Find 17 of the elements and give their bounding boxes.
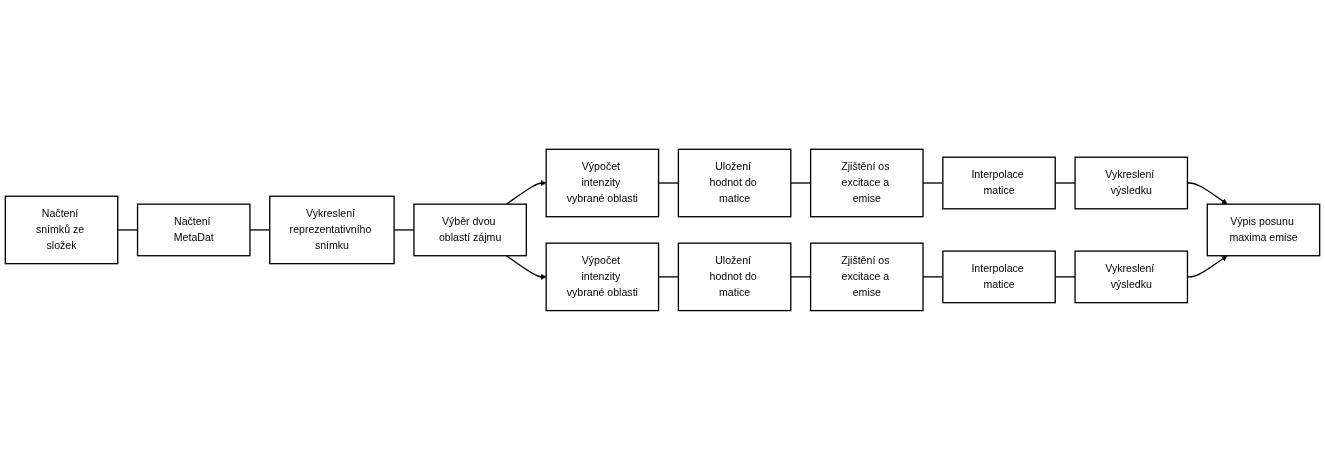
node-box: Vykreslení výsledku — [1074, 250, 1189, 303]
node-box: Vykreslení výsledku — [1074, 156, 1189, 209]
node-box: Výpočet intenzity vybrané oblasti — [545, 242, 660, 311]
node-box: Načtení snímků ze složek — [4, 195, 119, 264]
node-box: Interpolace matice — [942, 156, 1056, 209]
node-box: Vykreslení reprezentativního snímku — [269, 195, 395, 264]
arrow — [505, 254, 547, 280]
node-box: Uložení hodnot do matice — [677, 148, 792, 217]
node-box: Zjištění os excitace a emise — [809, 148, 924, 217]
node-box: Výběr dvou oblastí zájmu — [413, 203, 527, 256]
node-box: Uložení hodnot do matice — [677, 242, 792, 311]
node-box: Interpolace matice — [942, 250, 1056, 303]
arrow — [505, 179, 547, 205]
node-box: Výpis posunu maxima emise — [1206, 203, 1321, 256]
node-box: Výpočet intenzity vybrané oblasti — [545, 148, 660, 217]
node-box: Načtení MetaDat — [136, 203, 251, 256]
node-box: Zjištění os excitace a emise — [809, 242, 924, 311]
